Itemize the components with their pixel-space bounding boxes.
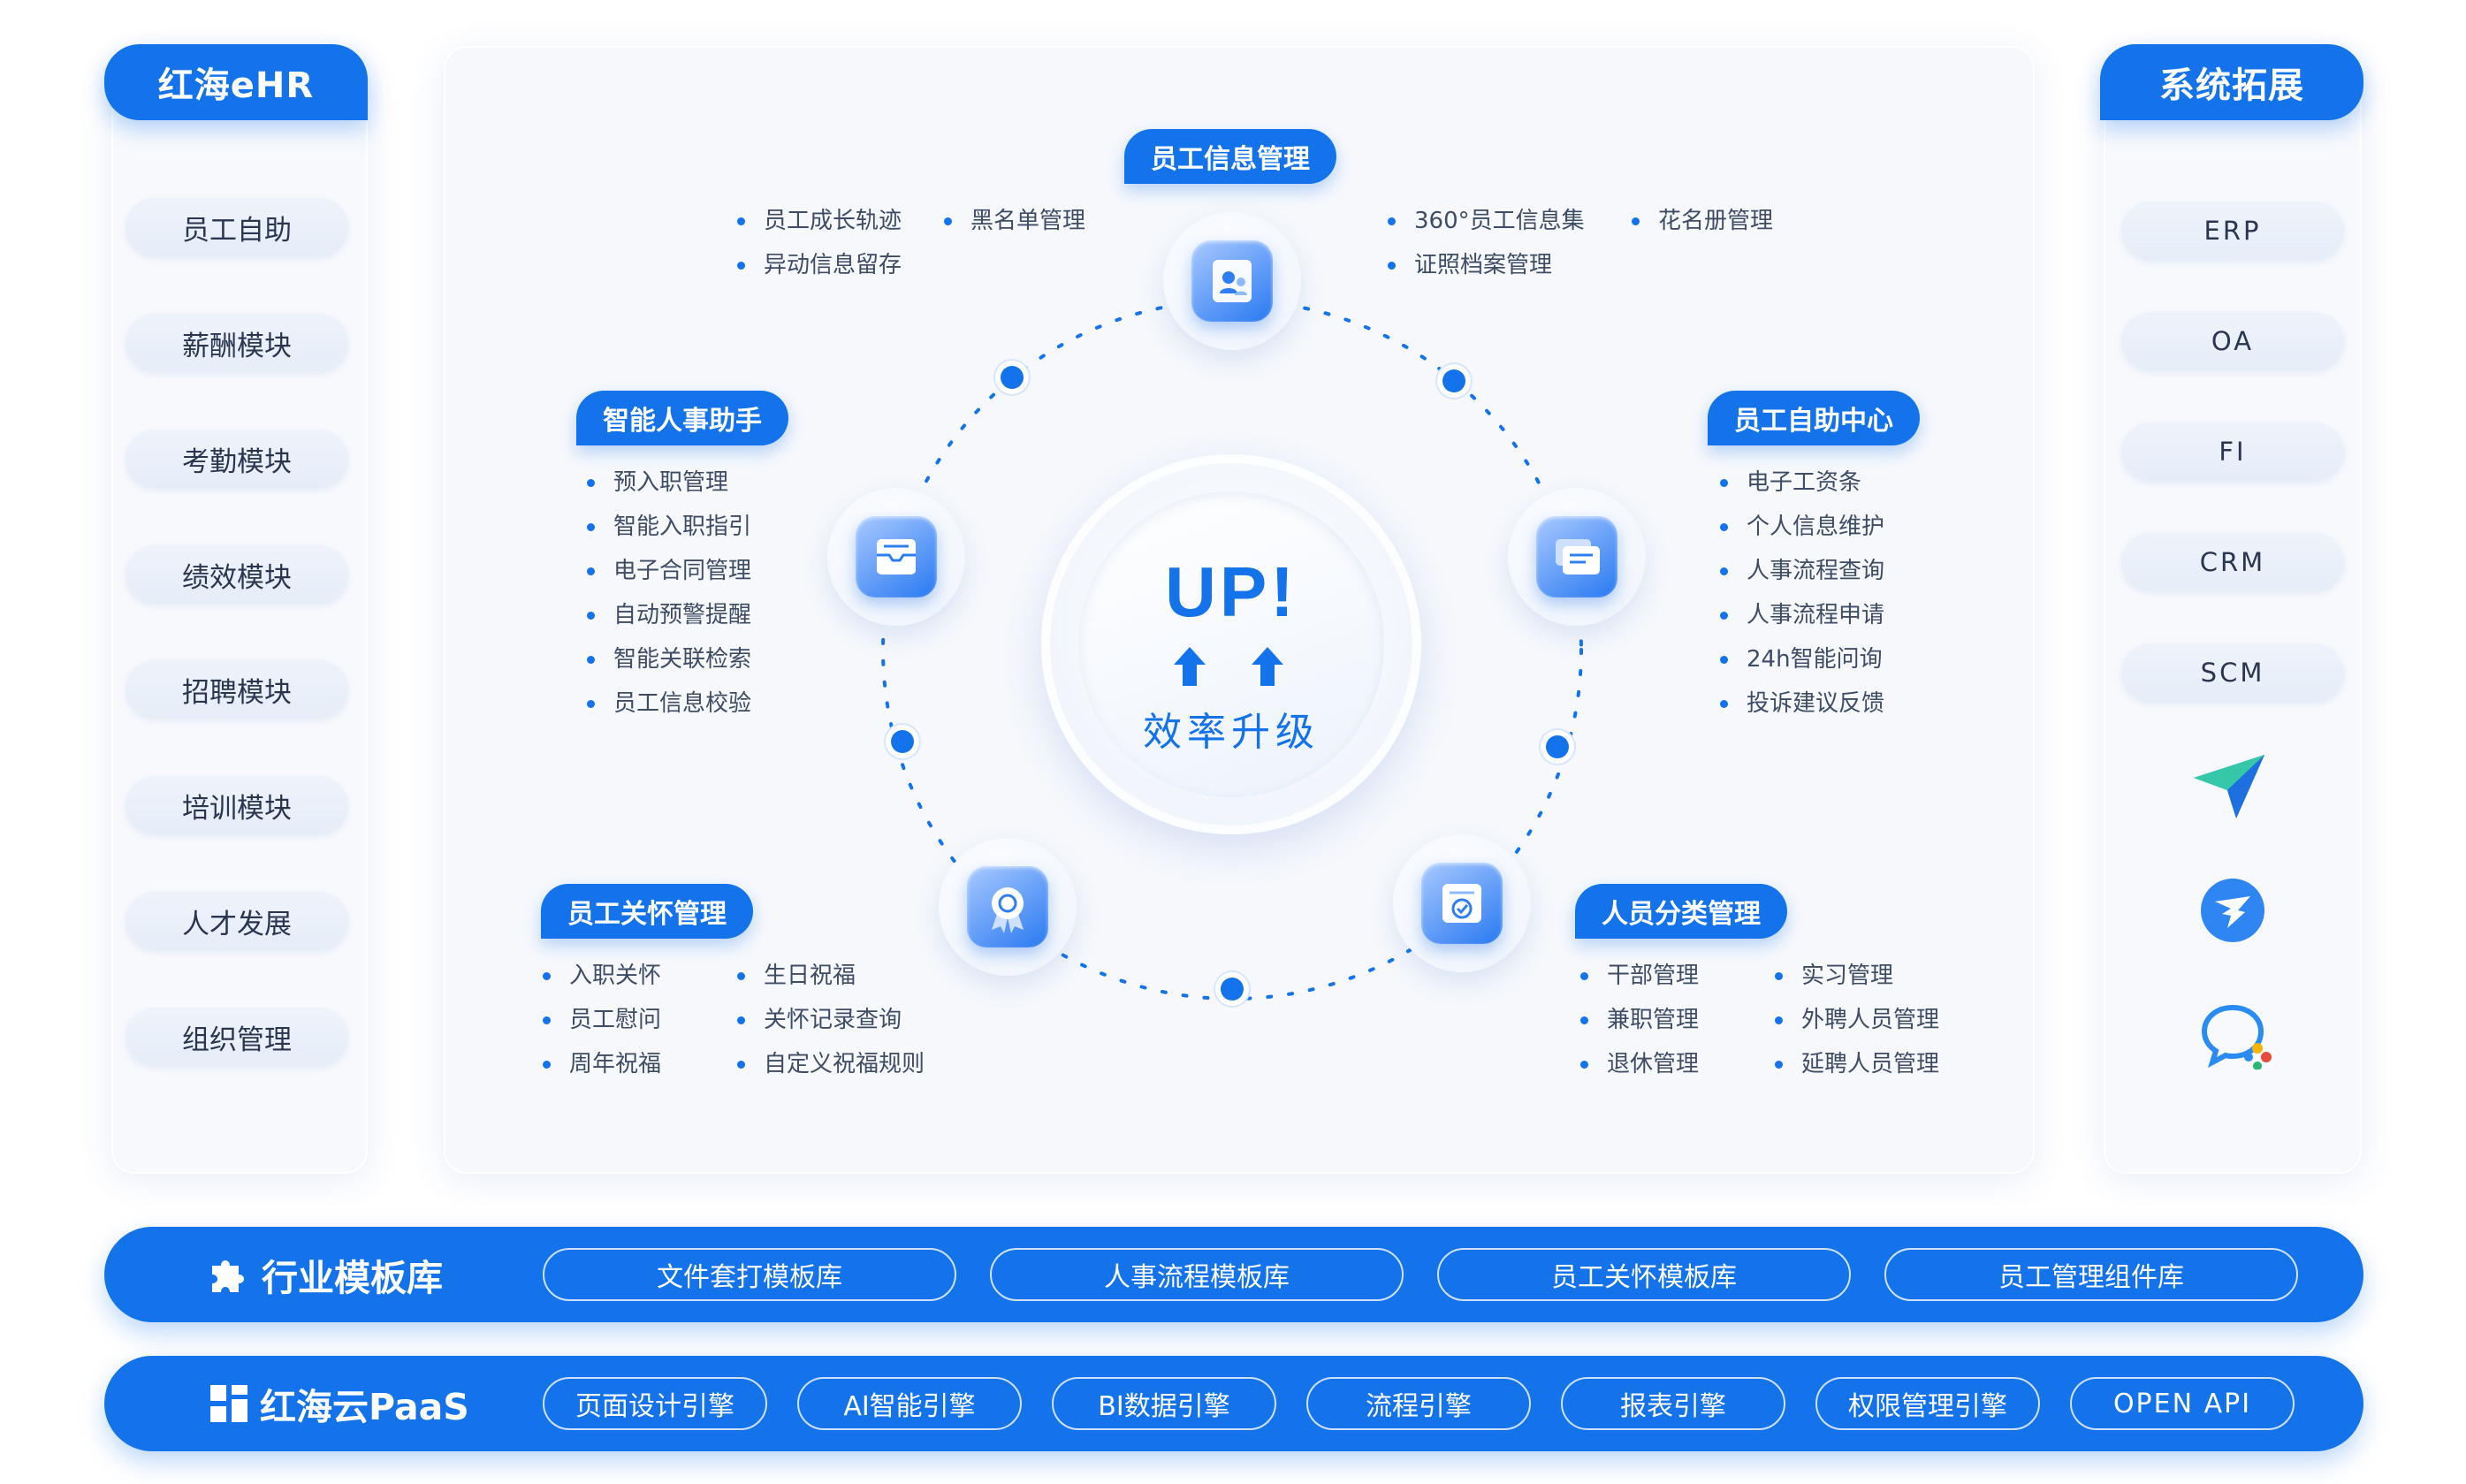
module-training[interactable]: 培训模块 [126,776,348,834]
engine-permission[interactable]: 权限管理引擎 [1815,1377,2040,1430]
smart-hr-assistant-tag[interactable]: 智能人事助手 [576,391,788,445]
staff-classification-tag[interactable]: 人员分类管理 [1575,884,1787,939]
engine-page-design[interactable]: 页面设计引擎 [543,1377,767,1430]
employee-info-management-tag[interactable]: 员工信息管理 [1124,129,1336,184]
employee-self-service-center-tag[interactable]: 员工自助中心 [1708,391,1920,445]
employee-self-service-node[interactable] [1508,488,1646,626]
info-item: 360°员工信息集 [1388,207,1585,235]
staff-classification-node[interactable] [1393,834,1531,972]
info-item: 花名册管理 [1632,207,1773,235]
care-item: 员工慰问 [543,1006,661,1034]
self-service-item: 投诉建议反馈 [1720,689,1884,718]
efficiency-upgrade-label: 效率升级 [1143,710,1320,755]
care-item: 周年祝福 [543,1050,661,1078]
employee-info-node[interactable] [1163,212,1301,350]
wecom-chat-icon[interactable] [2199,1002,2275,1069]
care-item: 生日祝福 [737,962,856,990]
ext-crm[interactable]: CRM [2121,533,2344,591]
module-talent-development[interactable]: 人才发展 [126,892,348,950]
assistant-item: 智能关联检索 [587,645,751,674]
self-service-item: 个人信息维护 [1720,513,1884,541]
self-service-item: 24h智能问询 [1720,645,1883,674]
assistant-item: 智能入职指引 [587,513,751,541]
assistant-item: 电子合同管理 [587,557,751,585]
award-badge-icon [992,887,1024,933]
module-performance[interactable]: 绩效模块 [126,545,348,604]
self-service-item: 人事流程查询 [1720,557,1884,585]
paas-bar: 红海云PaaS 页面设计引擎 AI智能引擎 BI数据引擎 流程引擎 报表引擎 权… [104,1356,2363,1451]
right-panel-title: 系统拓展 [2100,44,2363,120]
engine-bi[interactable]: BI数据引擎 [1052,1377,1276,1430]
up-text: UP! [1165,552,1298,631]
assistant-item: 自动预警提醒 [587,601,751,629]
self-service-item: 电子工资条 [1720,468,1861,497]
classify-item: 退休管理 [1580,1050,1699,1078]
info-item: 黑名单管理 [944,207,1085,235]
efficiency-hub-inner: UP! 效率升级 [1078,491,1384,797]
orbit-dot [1001,366,1024,389]
paper-plane-icon[interactable] [2190,751,2270,822]
classify-item: 外聘人员管理 [1775,1006,1939,1034]
engine-open-api[interactable]: OPEN API [2070,1377,2295,1430]
care-item: 入职关怀 [543,962,661,990]
grid-blocks-icon [210,1385,247,1422]
classify-item: 实习管理 [1775,962,1893,990]
checklist-card-icon [1442,884,1481,923]
chat-message-icon [1556,539,1600,575]
employee-care-management-tag[interactable]: 员工关怀管理 [541,884,753,939]
care-item: 关怀记录查询 [737,1006,902,1034]
info-item: 员工成长轨迹 [737,207,902,235]
orbit-dot [1546,735,1569,758]
orbit-dot [891,730,914,753]
ext-oa[interactable]: OA [2121,312,2344,370]
assistant-item: 员工信息校验 [587,689,751,718]
assistant-item: 预入职管理 [587,468,728,497]
engine-workflow[interactable]: 流程引擎 [1306,1377,1531,1430]
ext-fi[interactable]: FI [2121,422,2344,481]
industry-template-label: 行业模板库 [262,1257,443,1299]
care-item: 自定义祝福规则 [737,1050,925,1078]
efficiency-hub: UP! 效率升级 [1041,454,1421,834]
engine-report[interactable]: 报表引擎 [1561,1377,1785,1430]
employee-care-node[interactable] [939,838,1077,976]
classify-item: 延聘人员管理 [1775,1050,1939,1078]
module-salary[interactable]: 薪酬模块 [126,314,348,372]
module-attendance[interactable]: 考勤模块 [126,430,348,488]
classify-item: 干部管理 [1580,962,1699,990]
left-panel-title: 红海eHR [104,44,368,120]
template-file-print[interactable]: 文件套打模板库 [543,1248,956,1301]
right-menu: ERP OA FI CRM SCM [2102,0,2367,1149]
module-organization[interactable]: 组织管理 [126,1008,348,1066]
ext-erp[interactable]: ERP [2121,202,2344,260]
paas-title: 红海云PaaS [210,1356,469,1451]
left-menu: 员工自助 薪酬模块 考勤模块 绩效模块 招聘模块 培训模块 人才发展 组织管理 [106,0,371,1149]
info-item: 异动信息留存 [737,251,902,279]
paas-label: 红海云PaaS [260,1386,469,1428]
template-employee-care[interactable]: 员工关怀模板库 [1437,1248,1851,1301]
mail-inbox-icon [877,539,916,575]
ext-scm[interactable]: SCM [2121,643,2344,702]
puzzle-icon [212,1260,244,1292]
module-employee-self-service[interactable]: 员工自助 [126,198,348,256]
classify-item: 兼职管理 [1580,1006,1699,1034]
people-card-icon [1213,260,1252,302]
industry-template-bar: 行业模板库 文件套打模板库 人事流程模板库 员工关怀模板库 员工管理组件库 [104,1227,2363,1322]
info-item: 证照档案管理 [1388,251,1552,279]
engine-ai[interactable]: AI智能引擎 [797,1377,1022,1430]
orbit-dot [1221,978,1244,1001]
dingtalk-icon[interactable] [2199,877,2266,944]
smart-hr-assistant-node[interactable] [827,488,965,626]
template-employee-components[interactable]: 员工管理组件库 [1884,1248,2298,1301]
module-recruitment[interactable]: 招聘模块 [126,660,348,719]
template-hr-process[interactable]: 人事流程模板库 [990,1248,1404,1301]
orbit-dot [1442,369,1465,392]
industry-template-title: 行业模板库 [207,1227,443,1322]
self-service-item: 人事流程申请 [1720,601,1884,629]
up-arrows-icon [1174,647,1283,686]
